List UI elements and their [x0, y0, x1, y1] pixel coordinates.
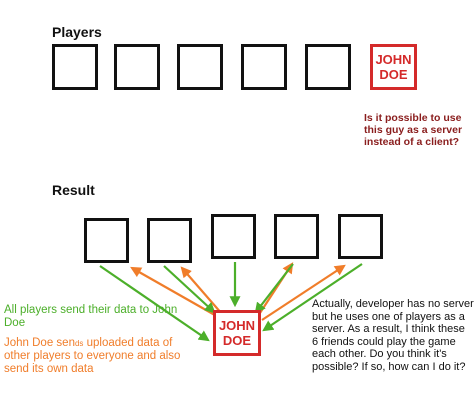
john-doe-box-players: JOHN DOE — [370, 44, 417, 90]
player-box-1 — [52, 44, 98, 90]
result-player-box-2 — [147, 218, 192, 263]
john-doe-result-line2: DOE — [222, 333, 252, 348]
result-heading: Result — [52, 182, 95, 198]
player-box-3 — [177, 44, 223, 90]
john-doe-label-line2: DOE — [379, 67, 408, 82]
orange-note-part2: ds — [74, 339, 84, 348]
result-player-box-5 — [338, 214, 383, 259]
result-player-box-4 — [274, 214, 319, 259]
player-box-2 — [114, 44, 160, 90]
players-heading: Players — [52, 24, 102, 40]
result-player-box-1 — [84, 218, 129, 263]
orange-arrow-4 — [261, 264, 346, 321]
green-arrow-1 — [99, 265, 210, 342]
green-arrow-4 — [254, 263, 294, 314]
developer-note: Actually, developer has no server but he… — [312, 298, 474, 373]
orange-note-part3: uploaded data of other players to everyo… — [4, 337, 181, 375]
john-doe-box-result: JOHN DOE — [213, 310, 261, 356]
green-arrow-5 — [262, 263, 363, 332]
green-arrow-2 — [163, 265, 216, 314]
john-doe-label-line1: JOHN — [375, 52, 412, 67]
server-question: Is it possible to use this guy as a serv… — [364, 112, 463, 148]
orange-note-part1: John Doe sen — [4, 337, 75, 349]
john-doe-result-line1: JOHN — [218, 318, 256, 333]
green-note: All players send their data to John Doe — [4, 304, 178, 329]
player-box-4 — [241, 44, 287, 90]
orange-note: John Doe sends uploaded data of other pl… — [4, 337, 189, 376]
result-player-box-3 — [211, 214, 256, 259]
player-box-5 — [305, 44, 351, 90]
